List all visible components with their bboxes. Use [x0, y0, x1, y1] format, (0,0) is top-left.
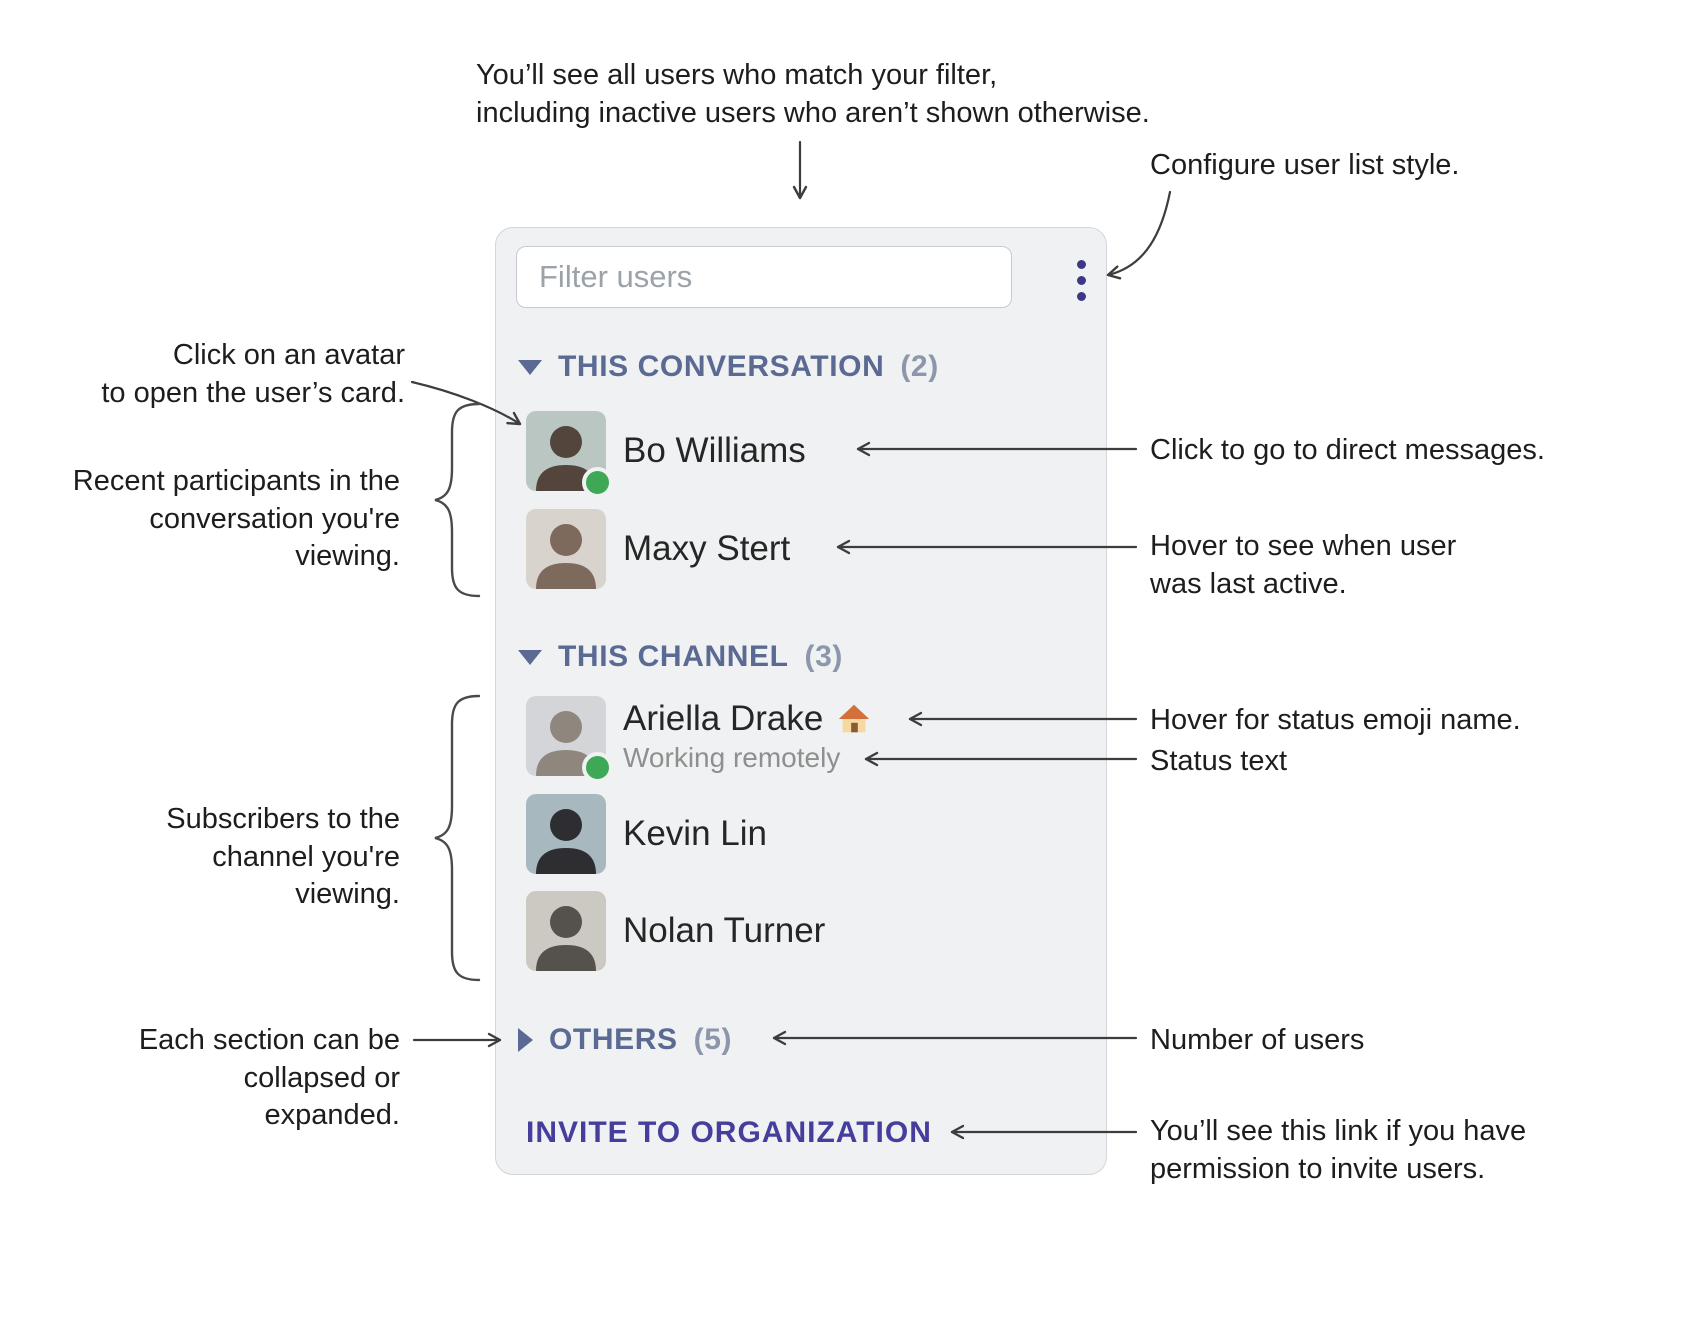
avatar-nolan-turner[interactable]: [526, 891, 606, 971]
chevron-down-icon[interactable]: [518, 649, 542, 665]
brace-recent-participants: [434, 402, 481, 598]
note-subscribers: Subscribers to the channel you're viewin…: [166, 803, 400, 911]
presence-online-dot: [582, 467, 613, 498]
user-name[interactable]: Ariella Drake: [623, 698, 824, 738]
note-recent-participants: Recent participants in the conversation …: [72, 465, 400, 573]
user-row-nolan-turner[interactable]: Nolan Turner: [526, 891, 825, 971]
user-text-block: Ariella Drake Working remotely: [623, 699, 873, 774]
person-icon: [536, 809, 596, 874]
vertical-dots-icon: [1077, 292, 1086, 301]
note-status-emoji: Hover for status emoji name.: [1150, 704, 1521, 736]
note-click-avatar: Click on an avatar to open the user’s ca…: [101, 339, 405, 409]
user-name[interactable]: Maxy Stert: [623, 529, 791, 568]
note-direct-messages: Click to go to direct messages.: [1150, 434, 1545, 466]
person-icon: [536, 426, 596, 491]
user-name[interactable]: Kevin Lin: [623, 814, 767, 853]
user-row-maxy-stert[interactable]: Maxy Stert: [526, 509, 790, 589]
presence-online-dot: [582, 752, 613, 783]
user-status-text: Working remotely: [623, 741, 841, 773]
note-last-active: Hover to see when user was last active.: [1150, 530, 1457, 600]
section-label: THIS CONVERSATION: [558, 350, 885, 383]
note-configure-style: Configure user list style.: [1150, 149, 1460, 181]
chevron-down-icon[interactable]: [518, 359, 542, 375]
vertical-dots-icon: [1077, 260, 1086, 269]
chevron-right-icon[interactable]: [518, 1028, 533, 1052]
note-collapse-sections: Each section can be collapsed or expande…: [138, 1024, 400, 1132]
section-count: (2): [900, 350, 939, 383]
section-others[interactable]: OTHERS (5): [518, 1023, 732, 1057]
user-name[interactable]: Bo Williams: [623, 431, 806, 470]
user-row-ariella-drake[interactable]: Ariella Drake Working remotely: [526, 696, 873, 783]
section-label: THIS CHANNEL: [558, 640, 789, 673]
filter-users-input[interactable]: [516, 246, 1012, 308]
avatar-maxy-stert[interactable]: [526, 509, 606, 589]
user-name[interactable]: Nolan Turner: [623, 911, 826, 950]
section-count: (3): [804, 640, 843, 673]
avatar-bo-williams[interactable]: [526, 411, 613, 498]
vertical-dots-icon: [1077, 276, 1086, 285]
user-list-settings-menu[interactable]: [1071, 254, 1092, 307]
section-this-channel[interactable]: THIS CHANNEL (3): [518, 640, 843, 674]
brace-subscribers: [434, 694, 481, 982]
note-filter-results: You’ll see all users who match your filt…: [476, 59, 1150, 129]
user-name-line: Ariella Drake: [623, 699, 873, 739]
note-invite-permission: You’ll see this link if you have permiss…: [1150, 1115, 1527, 1185]
note-number-of-users: Number of users: [1150, 1024, 1365, 1056]
section-count: (5): [693, 1023, 733, 1056]
user-row-bo-williams[interactable]: Bo Williams: [526, 411, 806, 498]
section-label: OTHERS: [549, 1023, 678, 1056]
user-row-kevin-lin[interactable]: Kevin Lin: [526, 794, 767, 874]
avatar-ariella-drake[interactable]: [526, 696, 613, 783]
house-status-emoji[interactable]: [835, 700, 873, 738]
user-list-panel: THIS CONVERSATION (2) Bo Williams Maxy S…: [495, 227, 1107, 1175]
section-this-conversation[interactable]: THIS CONVERSATION (2): [518, 350, 939, 384]
avatar-kevin-lin[interactable]: [526, 794, 606, 874]
person-icon: [536, 711, 596, 776]
arrow-configure: [1106, 190, 1172, 280]
invite-to-organization-link[interactable]: INVITE TO ORGANIZATION: [526, 1116, 932, 1149]
person-icon: [536, 906, 596, 971]
person-icon: [536, 524, 596, 589]
note-status-text: Status text: [1150, 745, 1288, 777]
